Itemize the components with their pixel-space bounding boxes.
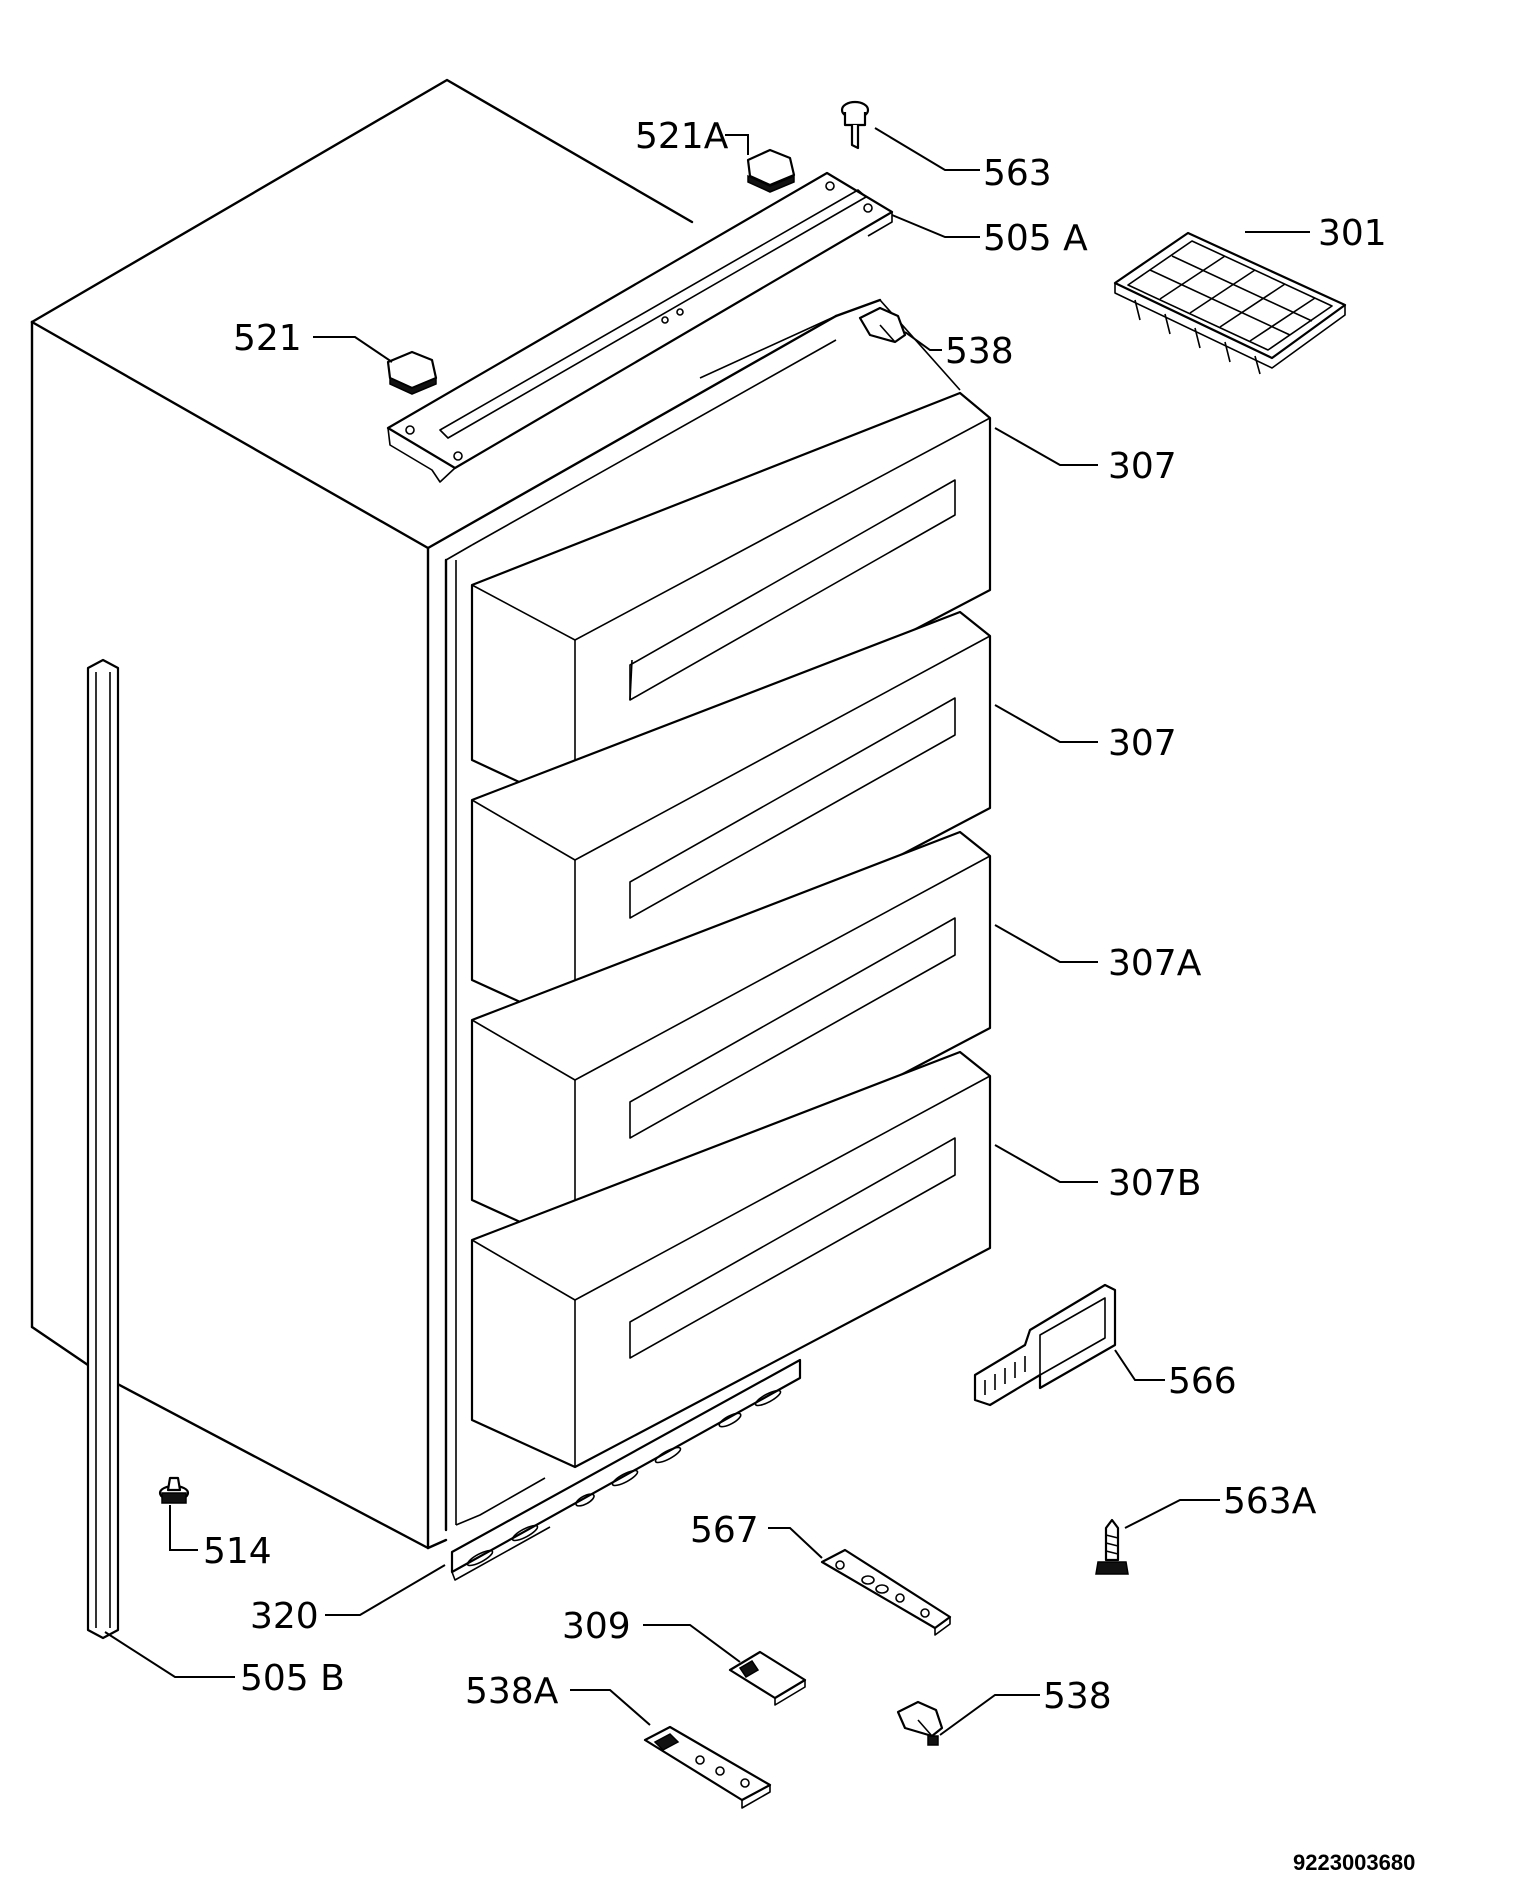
label-301: 301 <box>1318 213 1387 254</box>
leader-lines <box>104 127 1310 1736</box>
label-538a: 538A <box>465 1671 559 1712</box>
label-514: 514 <box>203 1531 272 1572</box>
label-505b: 505 B <box>240 1658 345 1699</box>
label-521: 521 <box>233 318 302 359</box>
label-538-bottom: 538 <box>1043 1676 1112 1717</box>
hinge-cap-521a <box>746 148 796 193</box>
foot-514 <box>158 1476 190 1504</box>
hinge-538-top <box>858 306 907 344</box>
label-307b: 307B <box>1108 1163 1201 1204</box>
bottom-rail-320 <box>450 1358 802 1581</box>
drawer-307a <box>470 830 992 1249</box>
part-labels: 521A 563 505 A 301 521 538 307 307 307A … <box>203 116 1387 1717</box>
hinge-538-bottom <box>896 1700 944 1746</box>
label-320: 320 <box>250 1596 319 1637</box>
label-538-top: 538 <box>945 331 1014 372</box>
label-307-second: 307 <box>1108 723 1177 764</box>
label-521a: 521A <box>635 116 729 157</box>
drawer-307b <box>470 1050 992 1469</box>
plug-563 <box>840 100 870 150</box>
bracket-567 <box>820 1548 952 1636</box>
screw-563a <box>1095 1518 1129 1575</box>
label-567: 567 <box>690 1510 759 1551</box>
label-307a: 307A <box>1108 943 1202 984</box>
label-505a: 505 A <box>983 218 1088 259</box>
hinge-cap-521 <box>386 350 438 395</box>
label-566: 566 <box>1168 1361 1237 1402</box>
handle-566 <box>973 1283 1117 1407</box>
freezer-cabinet <box>30 78 961 1550</box>
clip-309 <box>728 1650 807 1706</box>
drawing-number: 9223003680 <box>1293 1850 1415 1875</box>
door-seal-505b <box>86 658 120 1640</box>
label-563a: 563A <box>1223 1481 1317 1522</box>
top-rail-505a <box>386 171 894 483</box>
drawer-307-top <box>470 391 992 810</box>
drawer-307-second <box>470 610 992 1029</box>
ice-tray-301 <box>1113 231 1347 375</box>
label-307-first: 307 <box>1108 446 1177 487</box>
label-563: 563 <box>983 153 1052 194</box>
label-309: 309 <box>562 1606 631 1647</box>
hinge-538a <box>643 1725 772 1809</box>
